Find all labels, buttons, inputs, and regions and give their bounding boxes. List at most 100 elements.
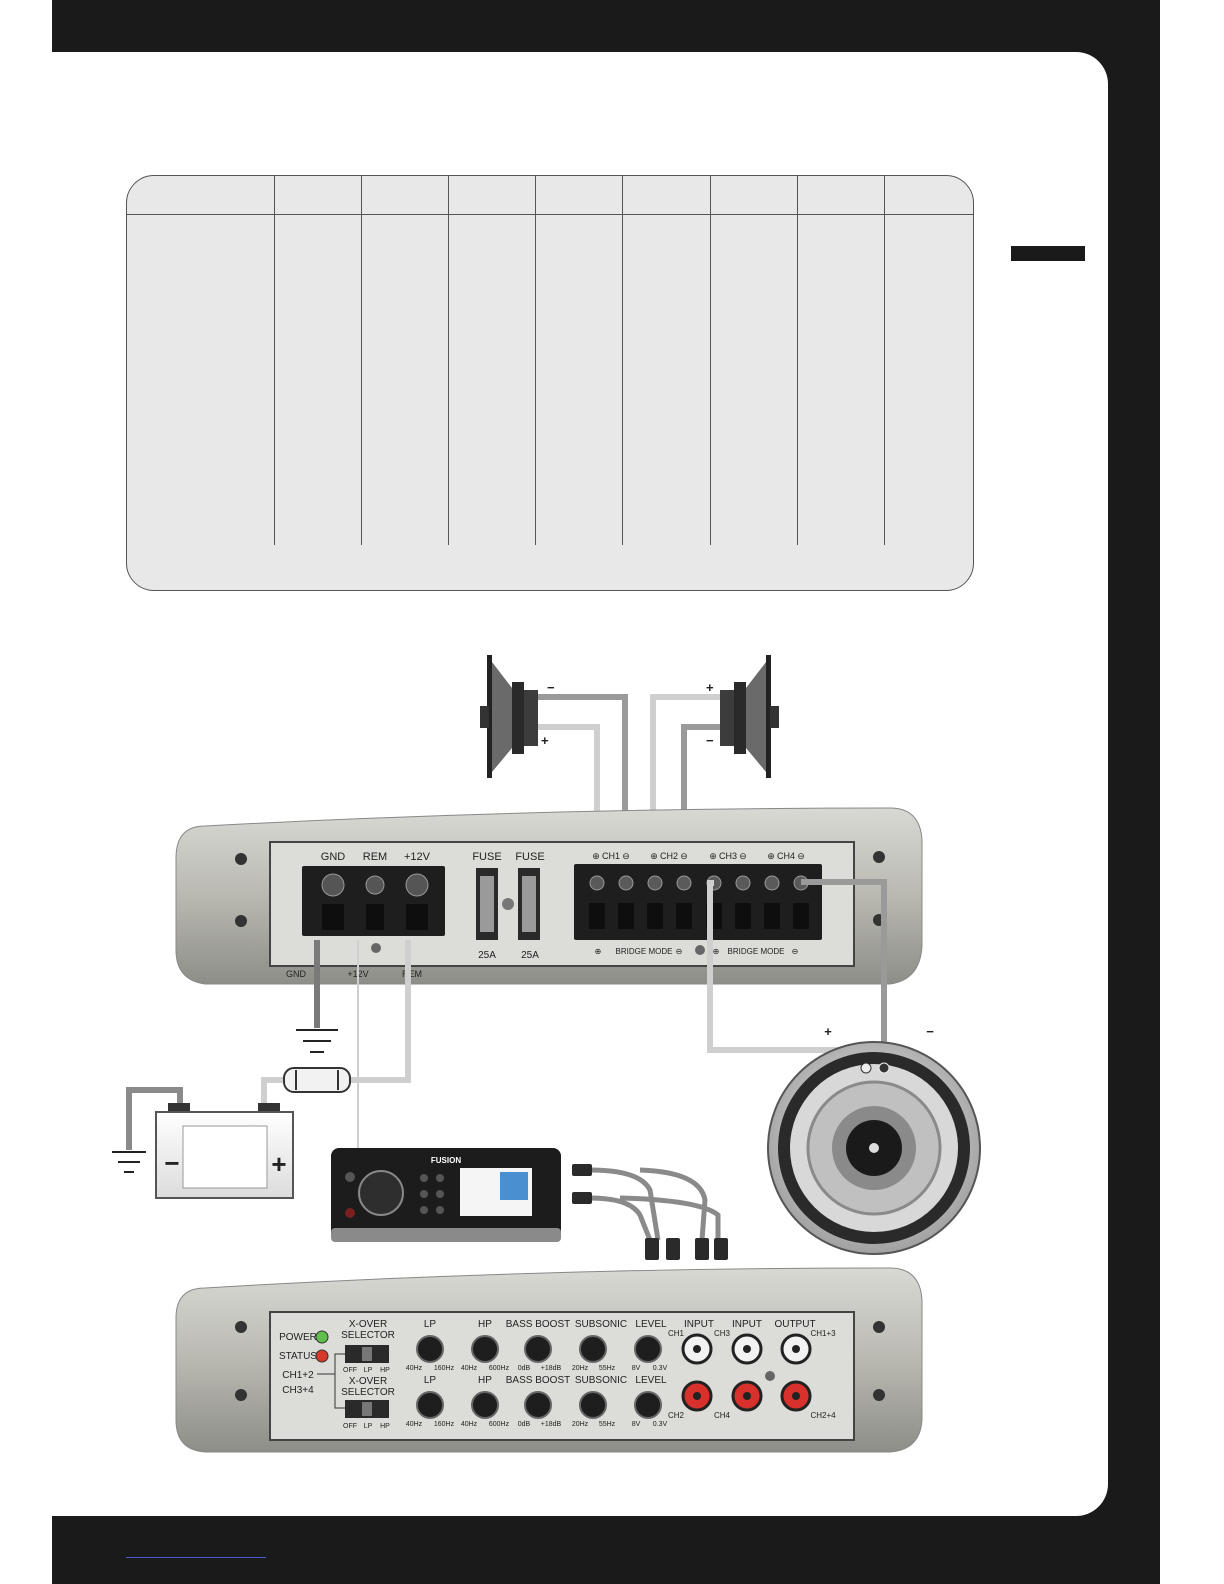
left-speaker-plus-label: +	[541, 733, 549, 748]
footer-link-underline[interactable]	[126, 1557, 266, 1558]
head-unit-brand: FUSION	[431, 1156, 461, 1165]
inline-fuse	[283, 1067, 351, 1093]
svg-text:CH3: CH3	[714, 1329, 731, 1338]
ch2-label: CH2	[660, 851, 678, 861]
channel-labels: ⊕ CH1 ⊖ ⊕ CH2 ⊖ ⊕ CH3 ⊖ ⊕ CH4 ⊖	[592, 851, 805, 861]
svg-text:⊖: ⊖	[739, 851, 747, 861]
svg-text:0dB: 0dB	[518, 1421, 531, 1428]
right-speaker-plus-label: +	[706, 680, 714, 695]
knob-hp-label: HP	[478, 1319, 492, 1330]
power-led-label: POWER	[279, 1332, 317, 1343]
svg-text:8V: 8V	[632, 1421, 641, 1428]
right-speaker	[720, 655, 779, 778]
fuse-1-rating: 25A	[478, 950, 496, 961]
svg-text:⊖: ⊖	[680, 851, 688, 861]
svg-text:LP: LP	[364, 1423, 373, 1430]
knob-range-labels: 40Hz 160Hz 40Hz 600Hz 0dB +18dB 20Hz 55H…	[406, 1365, 668, 1428]
status-led-label: STATUS	[279, 1351, 317, 1362]
xover-title-1-row1: X-OVER	[349, 1319, 387, 1330]
svg-text:55Hz: 55Hz	[599, 1365, 616, 1372]
svg-text:OFF: OFF	[343, 1367, 357, 1374]
chassis-ground-symbol	[296, 1029, 338, 1053]
svg-text:HP: HP	[380, 1367, 390, 1374]
svg-text:OFF: OFF	[343, 1423, 357, 1430]
fuse-2-label: FUSE	[515, 851, 544, 863]
plus12v-terminal-label: +12V	[404, 851, 431, 863]
battery: − +	[155, 1103, 294, 1199]
spec-table-column-divider	[884, 176, 885, 545]
amplifier-top-view	[175, 807, 923, 985]
svg-text:40Hz: 40Hz	[406, 1421, 423, 1428]
battery-ground-symbol	[112, 1151, 146, 1173]
spec-table	[126, 175, 974, 591]
right-speaker-minus-label: −	[706, 733, 714, 748]
gnd-terminal-label: GND	[321, 851, 346, 863]
svg-text:20Hz: 20Hz	[572, 1421, 589, 1428]
knob-title-labels: LP HP BASS BOOST SUBSONIC LEVEL LP HP BA…	[424, 1319, 667, 1386]
knob-lp-label: LP	[424, 1375, 437, 1386]
ch4-label: CH4	[777, 851, 795, 861]
svg-text:+18dB: +18dB	[541, 1421, 562, 1428]
knob-bass-boost-label: BASS BOOST	[506, 1375, 570, 1386]
svg-text:55Hz: 55Hz	[599, 1421, 616, 1428]
bridge-mode-labels: ⊕ BRIDGE MODE ⊖ ⊕ BRIDGE MODE ⊖	[595, 947, 799, 956]
svg-text:+18dB: +18dB	[541, 1365, 562, 1372]
rca-group-labels: INPUT INPUT OUTPUT	[684, 1319, 816, 1330]
output-label: OUTPUT	[774, 1319, 815, 1330]
spec-table-column-divider	[361, 176, 362, 545]
svg-text:⊖: ⊖	[797, 851, 805, 861]
knob-subsonic-label: SUBSONIC	[575, 1319, 627, 1330]
speaker-wires	[538, 694, 720, 852]
svg-text:⊖: ⊖	[676, 947, 683, 956]
svg-text:40Hz: 40Hz	[406, 1365, 423, 1372]
svg-text:CH1: CH1	[668, 1329, 685, 1338]
svg-text:CH2: CH2	[668, 1411, 685, 1420]
svg-text:⊕: ⊕	[709, 851, 717, 861]
svg-text:⊖: ⊖	[622, 851, 630, 861]
power-wires	[126, 940, 411, 1150]
svg-text:0.3V: 0.3V	[653, 1421, 668, 1428]
spec-table-column-divider	[797, 176, 798, 545]
rem-terminal-label: REM	[363, 851, 387, 863]
input-label-2: INPUT	[732, 1319, 762, 1330]
head-unit: FUSION	[331, 1148, 561, 1242]
svg-text:⊕: ⊕	[650, 851, 658, 861]
svg-text:40Hz: 40Hz	[461, 1365, 478, 1372]
svg-text:CH2+4: CH2+4	[810, 1411, 836, 1420]
svg-text:LP: LP	[364, 1367, 373, 1374]
knob-level-label: LEVEL	[635, 1375, 667, 1386]
rca-plugs	[572, 1164, 728, 1260]
svg-text:160Hz: 160Hz	[434, 1365, 455, 1372]
svg-text:⊕: ⊕	[595, 947, 602, 956]
pair-label-ch34: CH3+4	[282, 1385, 314, 1396]
svg-text:⊖: ⊖	[792, 947, 799, 956]
knob-bass-boost-label: BASS BOOST	[506, 1319, 570, 1330]
knob-level-label: LEVEL	[635, 1319, 667, 1330]
input-label-1: INPUT	[684, 1319, 714, 1330]
svg-text:160Hz: 160Hz	[434, 1421, 455, 1428]
subwoofer-minus-label: −	[926, 1024, 934, 1039]
svg-text:CH1+3: CH1+3	[810, 1329, 836, 1338]
svg-text:CH4: CH4	[714, 1411, 731, 1420]
bridge-mode-label-1: BRIDGE MODE	[616, 947, 673, 956]
spec-table-column-divider	[535, 176, 536, 545]
svg-text:−: −	[164, 1148, 179, 1178]
knob-lp-label: LP	[424, 1319, 437, 1330]
svg-text:0dB: 0dB	[518, 1365, 531, 1372]
gnd-bottom-label: GND	[286, 969, 307, 979]
rca-channel-labels: CH1 CH3 CH1+3 CH2 CH4 CH2+4	[668, 1329, 836, 1420]
fuse-1-label: FUSE	[472, 851, 501, 863]
svg-text:8V: 8V	[632, 1365, 641, 1372]
xover-title-2-row1: SELECTOR	[341, 1330, 395, 1341]
spec-table-column-divider	[274, 176, 275, 545]
xover-title-2-row2: SELECTOR	[341, 1387, 395, 1398]
svg-text:⊕: ⊕	[592, 851, 600, 861]
spec-table-column-divider	[710, 176, 711, 545]
svg-text:⊕: ⊕	[713, 947, 720, 956]
svg-text:600Hz: 600Hz	[489, 1421, 510, 1428]
xover-option-labels: OFF LP HP OFF LP HP	[343, 1367, 390, 1430]
spec-table-column-divider	[448, 176, 449, 545]
svg-text:0.3V: 0.3V	[653, 1365, 668, 1372]
knob-subsonic-label: SUBSONIC	[575, 1375, 627, 1386]
